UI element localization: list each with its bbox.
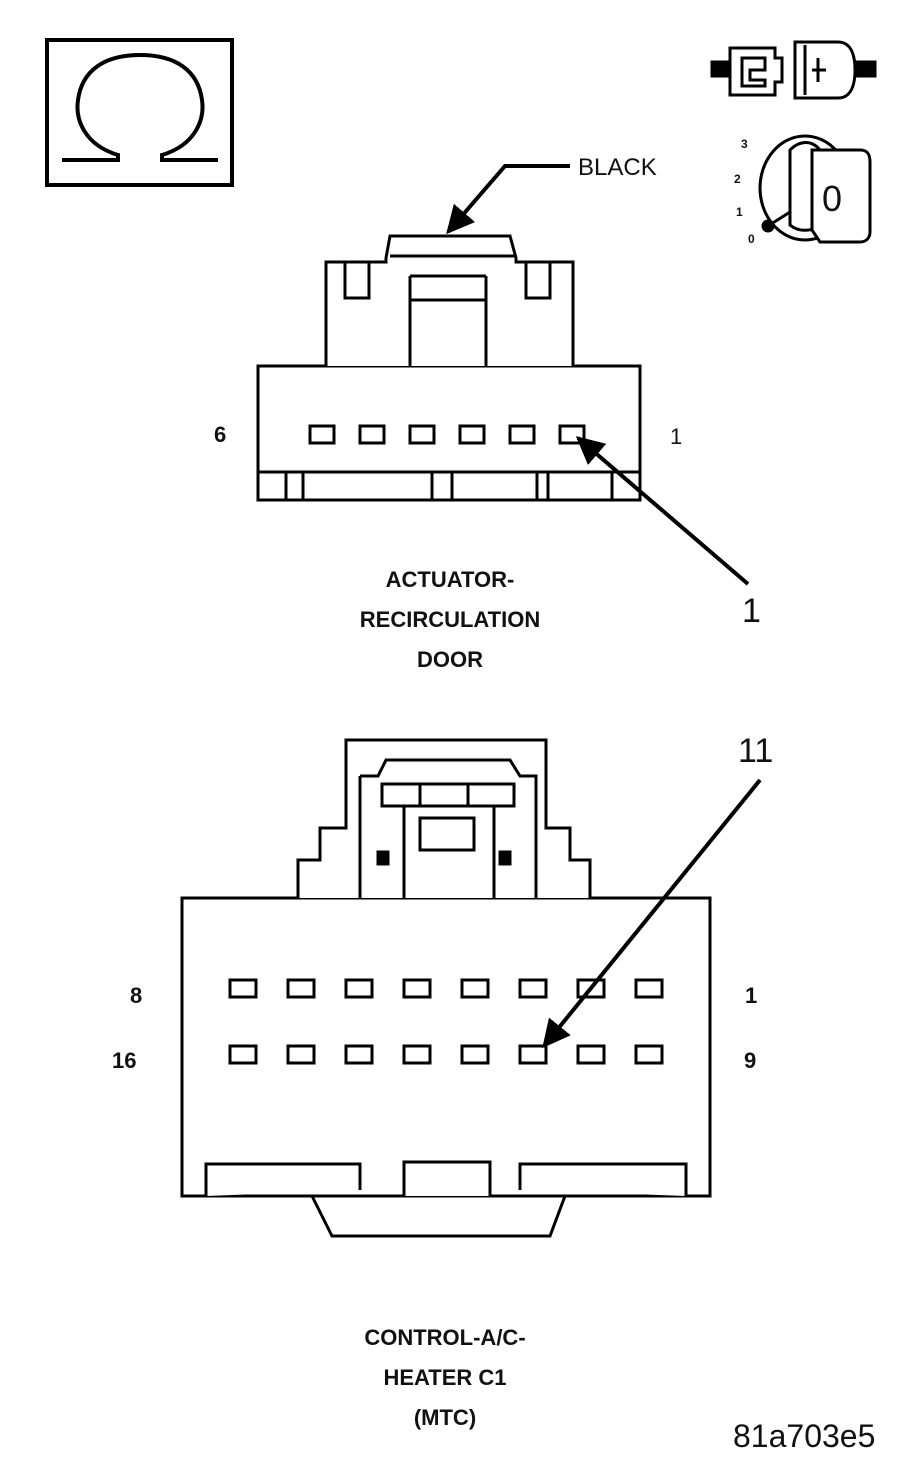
control-pin-7 (286, 978, 316, 999)
actuator-pin-5 (358, 424, 386, 445)
figure-id: 81a703e5 (733, 1418, 876, 1454)
control-pin-12 (460, 1044, 490, 1065)
bottom-row2-label-left: 16 (112, 1048, 137, 1073)
actuator-title-line-2: RECIRCULATION (359, 607, 541, 632)
actuator-pin-6 (308, 424, 336, 445)
actuator-pin-row (308, 424, 586, 445)
control-pin-13 (402, 1044, 432, 1065)
control-pin-1 (634, 978, 664, 999)
ignition-position-0: 0 (748, 232, 755, 246)
control-pin-14 (344, 1044, 374, 1065)
control-pin-10 (576, 1044, 606, 1065)
actuator-connector-body (256, 234, 642, 502)
control-pin-11 (518, 1044, 548, 1065)
ignition-position-1: 1 (736, 205, 743, 219)
top-pin-label-left: 6 (214, 422, 227, 447)
bottom-row2-label-right: 9 (744, 1048, 757, 1073)
actuator-pin-4 (408, 424, 436, 445)
actuator-title-line-1: ACTUATOR- (385, 567, 515, 592)
control-pin-3 (518, 978, 548, 999)
ignition-position-2: 2 (734, 172, 741, 186)
ignition-position-3: 3 (741, 137, 748, 151)
control-title-line-3: (MTC) (413, 1405, 477, 1430)
pin-11-callout-arrow (542, 778, 762, 1049)
disconnected-connector-icon (710, 40, 877, 100)
pin-1-callout-arrow (575, 436, 750, 586)
ignition-key-off-icon (758, 134, 872, 244)
actuator-pin-2 (508, 424, 536, 445)
control-pin-5 (402, 978, 432, 999)
ignition-key-label: 0 (822, 178, 843, 219)
control-pin-4 (460, 978, 490, 999)
actuator-pin-3 (458, 424, 486, 445)
control-pin-9 (634, 1044, 664, 1065)
control-title-line-2: HEATER C1 (383, 1365, 507, 1390)
control-connector-body (180, 738, 712, 1238)
actuator-connector-title: ACTUATOR- RECIRCULATION DOOR (330, 560, 570, 680)
top-pin-label-right: 1 (670, 424, 683, 449)
black-color-label: BLACK (578, 154, 657, 181)
control-pin-8 (228, 978, 258, 999)
control-connector-title: CONTROL-A/C- HEATER C1 (MTC) (320, 1318, 570, 1438)
control-pin-6 (344, 978, 374, 999)
control-pin-grid (228, 978, 664, 1065)
black-color-arrow (446, 164, 570, 235)
control-pin-16 (228, 1044, 258, 1065)
actuator-title-line-3: DOOR (417, 647, 483, 672)
bottom-row1-label-left: 8 (130, 983, 143, 1008)
pin-1-callout-label: 1 (742, 592, 761, 630)
bottom-row1-label-right: 1 (745, 983, 758, 1008)
ohmmeter-icon (45, 38, 234, 187)
control-title-line-1: CONTROL-A/C- (364, 1325, 526, 1350)
pin-11-callout-label: 11 (738, 732, 774, 770)
control-pin-15 (286, 1044, 316, 1065)
